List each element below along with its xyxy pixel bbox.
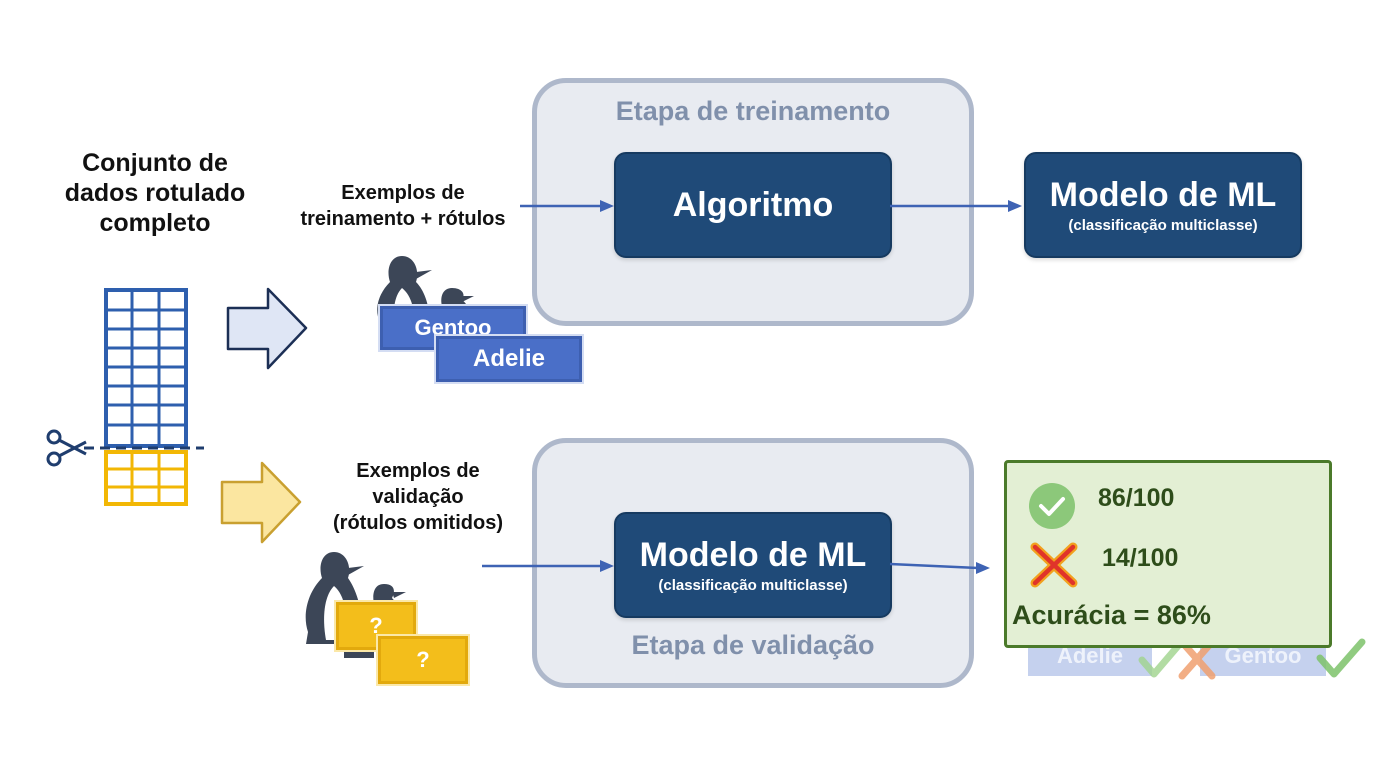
algorithm-box: Algoritmo: [614, 152, 892, 258]
validation-caption-line3: (rótulos omitidos): [333, 512, 503, 534]
validation-caption-line2: validação: [372, 486, 464, 508]
check-icon: [1029, 483, 1075, 529]
correct-count: 86/100: [1098, 484, 1175, 512]
dataset-table-icon: [104, 288, 188, 506]
scissors-icon: [46, 429, 204, 467]
validation-caption-line1: Exemplos de: [356, 460, 480, 482]
training-rows: [104, 288, 188, 448]
validation-input-arrow: [482, 560, 614, 572]
training-caption-line1: Exemplos de: [341, 182, 465, 204]
validation-stage-label: Etapa de validação: [631, 630, 875, 660]
trained-model-subtitle: (classificação multiclasse): [1068, 217, 1258, 234]
trained-model-title: Modelo de ML: [1049, 176, 1277, 214]
incorrect-count: 14/100: [1102, 544, 1179, 572]
validation-rows: [104, 450, 188, 506]
training-stage-label: Etapa de treinamento: [615, 96, 891, 126]
algorithm-label: Algoritmo: [672, 186, 834, 224]
validation-split-arrow-icon: [220, 461, 302, 544]
training-caption-line2: treinamento + rótulos: [300, 208, 506, 230]
training-split-arrow-icon: [226, 287, 308, 370]
validation-model-title: Modelo de ML: [639, 536, 867, 574]
accuracy-label: Acurácia = 86%: [1012, 600, 1211, 630]
faded-check-icon: [1138, 642, 1182, 678]
validation-model-box: Modelo de ML (classificação multiclasse): [614, 512, 892, 618]
faded-check-icon-2: [1316, 638, 1366, 678]
training-input-arrow: [520, 200, 614, 212]
training-examples-caption: Exemplos de treinamento + rótulos: [280, 180, 526, 232]
validation-output-arrow: [889, 562, 990, 574]
dataset-title: Conjunto de dados rotulado completo: [64, 149, 246, 237]
training-output-arrow: [890, 200, 1022, 212]
cross-icon: [1030, 542, 1078, 588]
validation-examples-caption: Exemplos de validação (rótulos omitidos): [300, 458, 536, 536]
label-tag-adelie: Adelie: [436, 336, 582, 382]
trained-model-box: Modelo de ML (classificação multiclasse): [1024, 152, 1302, 258]
unknown-tag-2: ?: [378, 636, 468, 684]
validation-model-subtitle: (classificação multiclasse): [658, 577, 848, 594]
